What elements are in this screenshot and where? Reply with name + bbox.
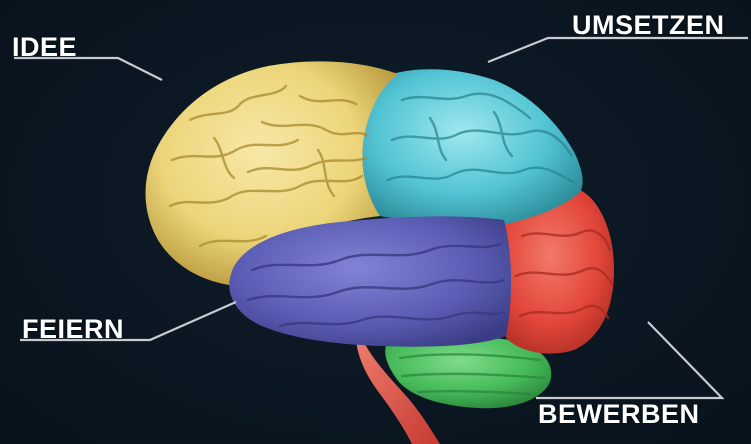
label-bewerben: BEWERBEN [538, 401, 700, 428]
label-umsetzen: UMSETZEN [572, 12, 725, 39]
umsetzen-region [362, 69, 582, 226]
label-feiern: FEIERN [22, 316, 124, 343]
label-idee: IDEE [12, 34, 77, 61]
callout-line-umsetzen [488, 38, 748, 62]
